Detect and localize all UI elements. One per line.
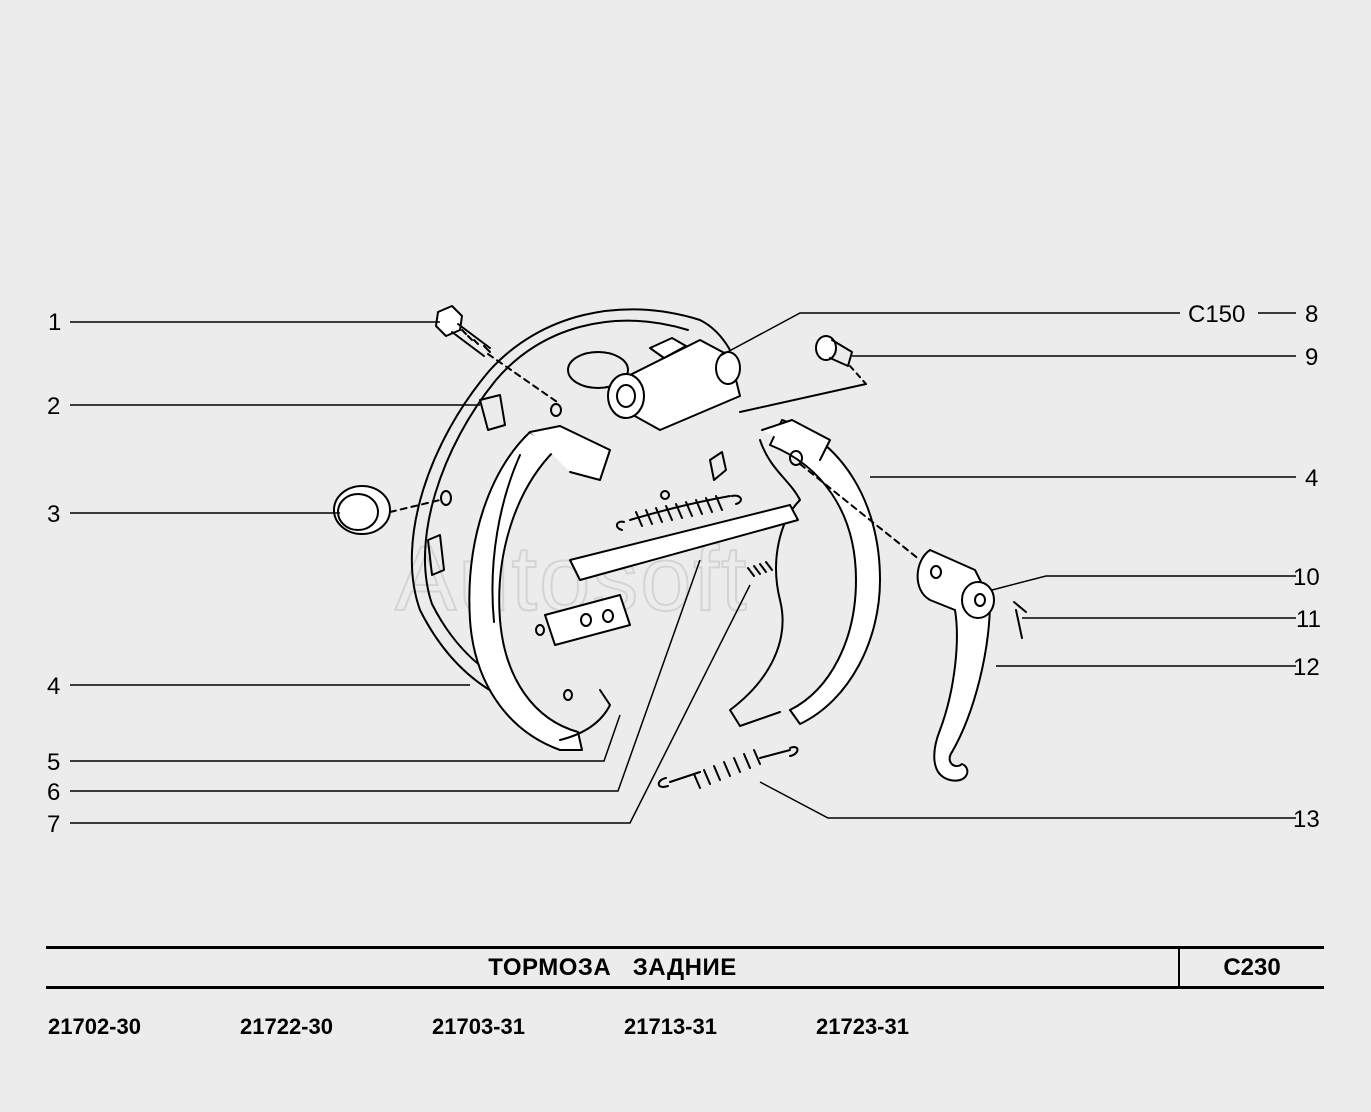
callout-7: 7	[47, 811, 60, 838]
strut-and-springs-part	[544, 490, 799, 646]
washer-part	[961, 581, 995, 619]
leader-lines	[70, 312, 1296, 824]
callout-ref-c150: С150	[1188, 301, 1245, 328]
callout-9: 9	[1305, 344, 1318, 371]
callout-5: 5	[47, 749, 60, 776]
callout-4-right: 4	[1305, 465, 1318, 492]
callout-2: 2	[47, 393, 60, 420]
model-list: 21702-30 21722-30 21703-31 21713-31 2172…	[46, 1014, 1046, 1042]
parts-drawing	[333, 305, 1027, 789]
right-brake-shoe-part	[729, 419, 921, 727]
page-title: ТОРМОЗА ЗАДНИЕ	[488, 953, 737, 981]
title-divider	[1178, 949, 1180, 986]
left-brake-shoe-part	[468, 425, 611, 751]
wheel-cylinder-part	[607, 337, 741, 431]
callout-10: 10	[1293, 564, 1320, 591]
callout-6: 6	[47, 779, 60, 806]
callout-13: 13	[1293, 806, 1320, 833]
return-spring-part	[657, 746, 799, 789]
callout-1: 1	[48, 309, 61, 336]
callout-3: 3	[47, 501, 60, 528]
model-item: 21702-30	[48, 1014, 141, 1039]
bolt-part	[435, 305, 491, 357]
model-item: 21703-31	[432, 1014, 525, 1039]
plug-part	[333, 485, 441, 535]
callout-4-left: 4	[47, 673, 60, 700]
callout-8: 8	[1305, 301, 1318, 328]
bolt-guide-line	[487, 353, 561, 405]
model-item: 21713-31	[624, 1014, 717, 1039]
pin-part	[739, 335, 867, 413]
model-item: 21723-31	[816, 1014, 909, 1039]
title-bar: ТОРМОЗА ЗАДНИЕ С230	[46, 946, 1324, 989]
callout-11: 11	[1296, 606, 1321, 633]
backing-plate-part	[410, 308, 731, 706]
cotter-pin-part	[1013, 601, 1027, 639]
callout-12: 12	[1293, 654, 1320, 681]
model-item: 21722-30	[240, 1014, 333, 1039]
section-code: С230	[1223, 953, 1281, 981]
